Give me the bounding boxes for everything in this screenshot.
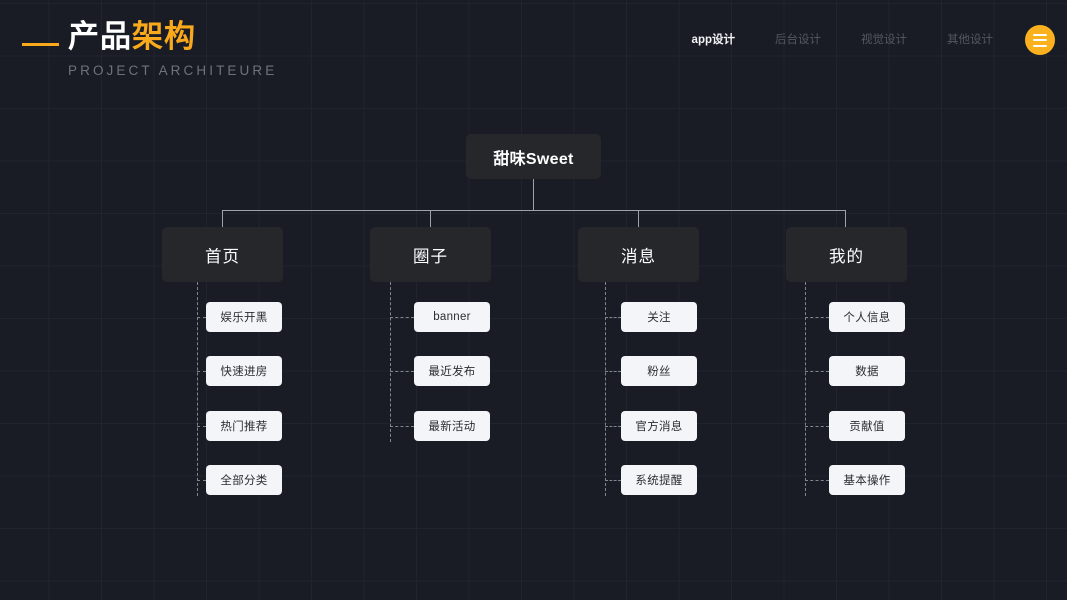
tree-leaf-message-3[interactable]: 官方消息 [621, 411, 697, 441]
menu-icon[interactable] [1025, 25, 1055, 55]
branch-circle-stub-3 [390, 426, 414, 427]
branch-message-stub-4 [605, 480, 621, 481]
connector-drop-4 [845, 210, 846, 228]
tree-leaf-mine-2[interactable]: 数据 [829, 356, 905, 386]
branch-message-spine [605, 282, 606, 496]
branch-home-stub-3 [197, 426, 206, 427]
connector-horizontal-bus [222, 210, 846, 211]
tree-leaf-message-2[interactable]: 粉丝 [621, 356, 697, 386]
tree-node-root[interactable]: 甜味Sweet [466, 134, 601, 179]
tree-leaf-mine-4[interactable]: 基本操作 [829, 465, 905, 495]
branch-mine-stub-4 [805, 480, 829, 481]
branch-home-stub-1 [197, 317, 206, 318]
branch-circle-stub-1 [390, 317, 414, 318]
page-title-primary: 产品 [68, 19, 132, 54]
page-title: 产品架构 [68, 16, 277, 58]
tree-leaf-home-1[interactable]: 娱乐开黑 [206, 302, 282, 332]
tree-leaf-circle-2[interactable]: 最近发布 [414, 356, 490, 386]
branch-mine-stub-2 [805, 371, 829, 372]
branch-home-stub-4 [197, 480, 206, 481]
nav-item-app-design[interactable]: app设计 [691, 34, 735, 46]
branch-message-stub-2 [605, 371, 621, 372]
connector-drop-3 [638, 210, 639, 228]
nav-item-backend-design[interactable]: 后台设计 [775, 34, 821, 46]
page-title-accent: 架构 [132, 19, 196, 54]
tree-node-branch-circle[interactable]: 圈子 [370, 227, 491, 282]
page-subtitle: PROJECT ARCHITEURE [68, 63, 278, 78]
tree-leaf-home-4[interactable]: 全部分类 [206, 465, 282, 495]
branch-message-stub-3 [605, 426, 621, 427]
branch-home-spine [197, 282, 198, 496]
tree-leaf-mine-1[interactable]: 个人信息 [829, 302, 905, 332]
connector-drop-1 [222, 210, 223, 228]
menu-icon-bar-3 [1033, 44, 1047, 47]
tree-leaf-mine-3[interactable]: 贡献值 [829, 411, 905, 441]
nav-item-visual-design[interactable]: 视觉设计 [861, 34, 907, 46]
menu-icon-bar-1 [1033, 33, 1047, 36]
branch-mine-spine [805, 282, 806, 496]
tree-leaf-home-3[interactable]: 热门推荐 [206, 411, 282, 441]
tree-node-branch-home[interactable]: 首页 [162, 227, 283, 282]
branch-mine-stub-3 [805, 426, 829, 427]
tree-leaf-circle-3[interactable]: 最新活动 [414, 411, 490, 441]
nav-item-other-design[interactable]: 其他设计 [947, 34, 993, 46]
branch-mine-stub-1 [805, 317, 829, 318]
branch-circle-spine [390, 282, 391, 442]
tree-leaf-message-4[interactable]: 系统提醒 [621, 465, 697, 495]
tree-leaf-home-2[interactable]: 快速进房 [206, 356, 282, 386]
tree-leaf-message-1[interactable]: 关注 [621, 302, 697, 332]
header-accent-line [22, 43, 59, 46]
top-navigation: app设计 后台设计 视觉设计 其他设计 [672, 24, 1055, 56]
branch-home-stub-2 [197, 371, 206, 372]
title-block: 产品架构 PROJECT ARCHITEURE [68, 16, 277, 79]
branch-circle-stub-2 [390, 371, 414, 372]
branch-message-stub-1 [605, 317, 621, 318]
tree-node-branch-mine[interactable]: 我的 [786, 227, 907, 282]
connector-root-stem [533, 179, 534, 211]
menu-icon-bar-2 [1033, 39, 1047, 41]
tree-node-branch-message[interactable]: 消息 [578, 227, 699, 282]
tree-leaf-circle-1[interactable]: banner [414, 302, 490, 332]
connector-drop-2 [430, 210, 431, 228]
